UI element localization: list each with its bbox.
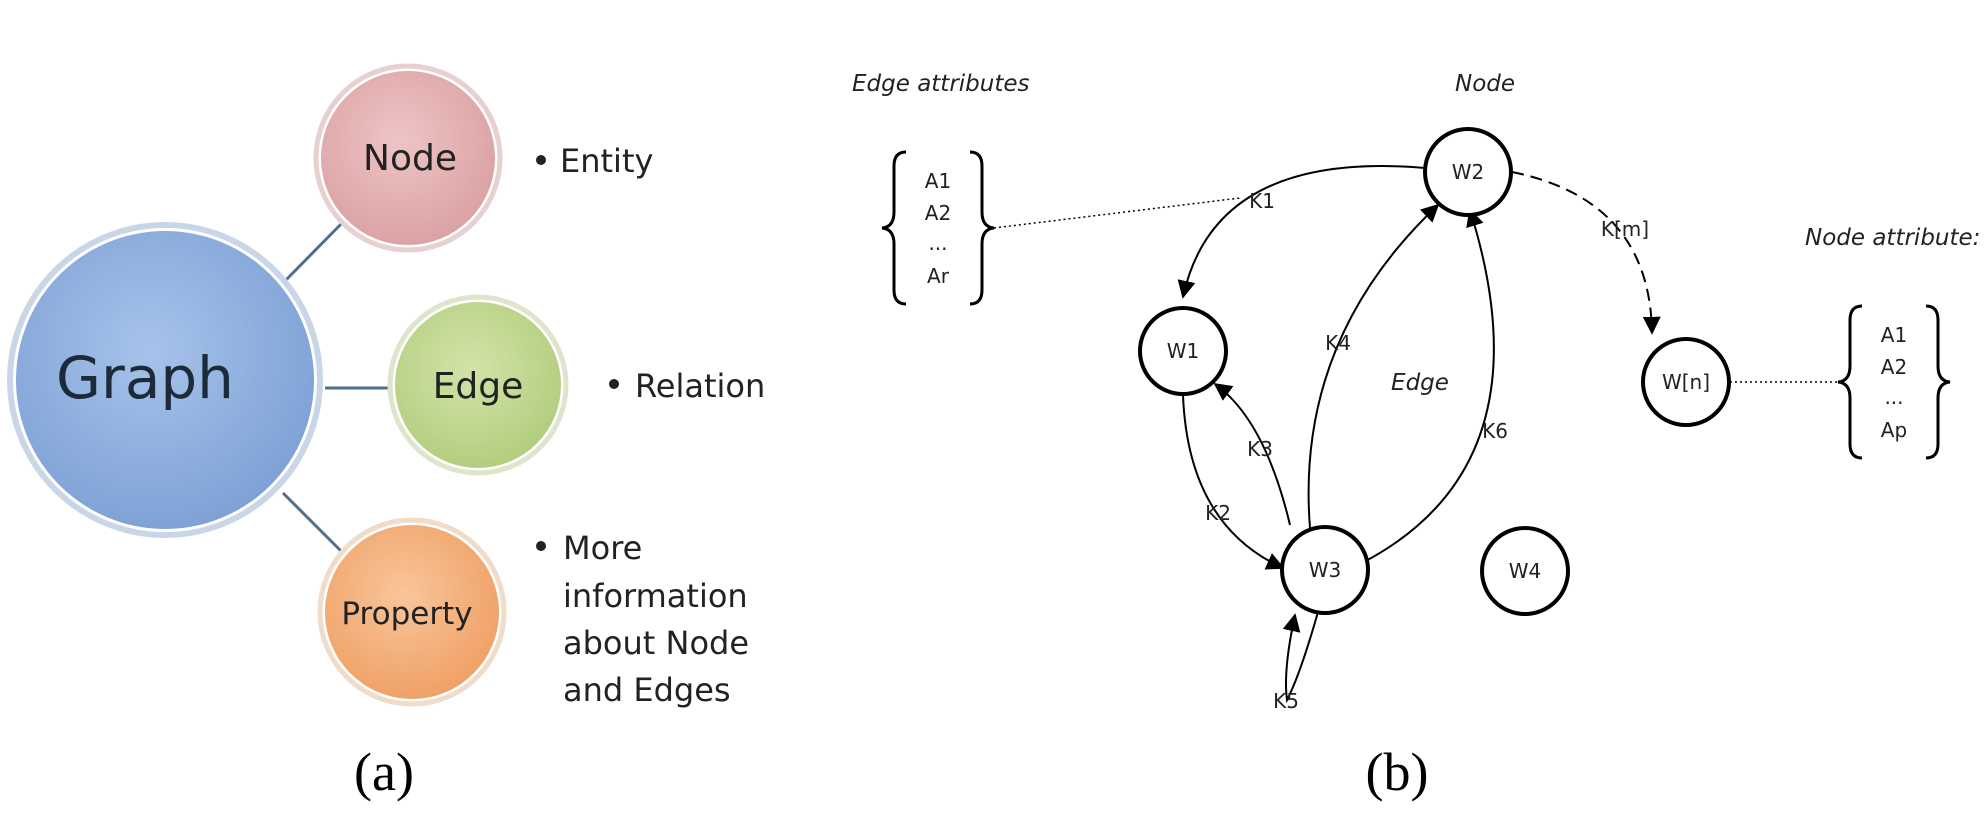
graph-node-w1: W1 xyxy=(1138,306,1228,396)
bullet-icon xyxy=(609,379,619,389)
connector-property xyxy=(281,491,347,557)
edge-label-k4: K4 xyxy=(1325,331,1351,355)
node-attributes-title: Node attribute: xyxy=(1805,225,1980,251)
edge-k3 xyxy=(1213,382,1291,526)
graph-node-w4: W4 xyxy=(1480,526,1570,616)
panel-a: Graph Node Entity Edge Relation Property… xyxy=(7,63,765,802)
edge-k4 xyxy=(1307,203,1440,529)
node-circle: Node xyxy=(313,63,503,253)
edge-attributes-link xyxy=(993,197,1241,229)
node-attr-item: ... xyxy=(1884,385,1903,409)
property-description-line-3: about Node xyxy=(563,624,749,662)
property-description-line-4: and Edges xyxy=(563,671,731,709)
panel-b: Edge attributes Node Node attribute: Edg… xyxy=(852,71,1980,802)
edge-description: Relation xyxy=(635,367,765,405)
edge-attributes-brace: A1 A2 ... Ar xyxy=(881,150,995,306)
edge-circle: Edge xyxy=(387,294,569,476)
graph-label: Graph xyxy=(56,344,234,412)
edge-k1 xyxy=(1177,165,1426,299)
node-title: Node xyxy=(1455,71,1515,97)
edge-attributes-title: Edge attributes xyxy=(852,71,1030,97)
graph-node-w4-label: W4 xyxy=(1509,559,1542,583)
caption-a: (a) xyxy=(354,742,414,802)
edge-circle-label: Edge xyxy=(433,366,524,407)
graph-node-w1-label: W1 xyxy=(1167,339,1200,363)
edge-k6 xyxy=(1361,208,1495,564)
bullet-icon xyxy=(536,155,546,165)
edge-label-k1: K1 xyxy=(1249,189,1275,213)
edge-k5 xyxy=(1282,611,1319,704)
property-circle-label: Property xyxy=(341,596,472,632)
graph-node-w2: W2 xyxy=(1423,127,1513,217)
graph-node-w2-label: W2 xyxy=(1452,160,1485,184)
edge-title: Edge xyxy=(1391,370,1449,396)
edge-attr-item: Ar xyxy=(927,264,950,288)
edge-k2 xyxy=(1182,394,1285,570)
edge-label-k2: K2 xyxy=(1205,501,1231,525)
connector-node xyxy=(281,218,347,285)
bullet-icon xyxy=(536,541,546,551)
edge-label-k3: K3 xyxy=(1247,437,1273,461)
node-attr-item: A1 xyxy=(1881,323,1907,347)
property-description-line-1: More xyxy=(563,529,642,567)
property-circle: Property xyxy=(317,517,507,707)
node-circle-label: Node xyxy=(363,138,457,179)
graph-node-wn-label: W[n] xyxy=(1662,370,1710,394)
edge-attr-item: ... xyxy=(928,231,947,255)
edge-label-k6: K6 xyxy=(1482,419,1508,443)
caption-b: (b) xyxy=(1366,742,1429,802)
graph-node-wn: W[n] xyxy=(1641,337,1731,427)
node-attr-item: Ap xyxy=(1881,418,1907,442)
node-attributes-brace: A1 A2 ... Ap xyxy=(1837,304,1951,460)
node-description: Entity xyxy=(560,142,653,180)
edge-label-k5: K5 xyxy=(1273,689,1299,713)
graph-node-w3: W3 xyxy=(1280,525,1370,615)
edge-attr-item: A1 xyxy=(925,169,951,193)
property-description-line-2: information xyxy=(563,577,748,615)
graph-node-w3-label: W3 xyxy=(1309,558,1342,582)
edge-label-km: K[m] xyxy=(1601,217,1649,241)
edge-km xyxy=(1511,171,1661,335)
node-attr-item: A2 xyxy=(1881,355,1907,379)
edge-attr-item: A2 xyxy=(925,201,951,225)
graph-circle: Graph xyxy=(7,222,323,538)
